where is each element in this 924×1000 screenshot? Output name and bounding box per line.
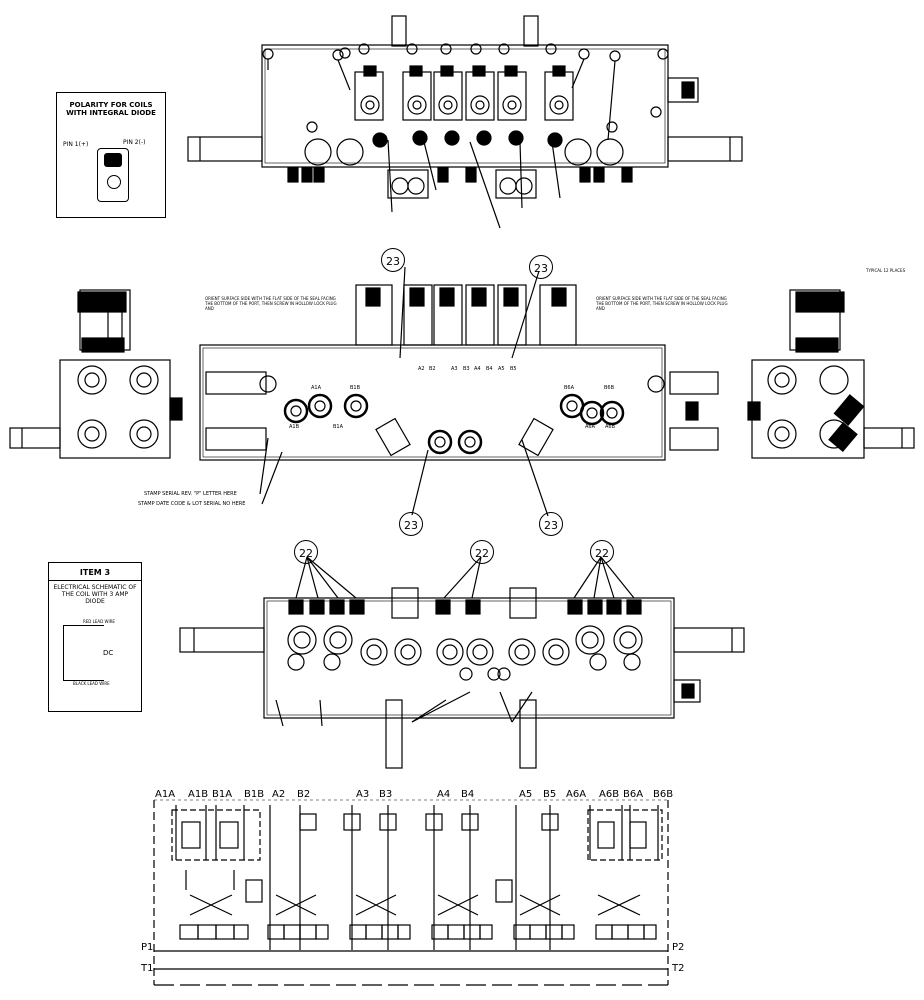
hydraulic-schematic	[153, 799, 669, 986]
port-label: B2	[429, 366, 436, 372]
schematic-port-label: B1B	[244, 789, 265, 800]
port-label: B3	[463, 366, 470, 372]
port-label: A1B	[289, 424, 300, 430]
callout-23-bottom-left: 23	[399, 512, 423, 536]
callout-22-center: 22	[470, 540, 494, 564]
orient-note-right: ORIENT SURFACE SIDE WITH THE FLAT SIDE O…	[596, 296, 728, 311]
port-label: A6A	[585, 424, 596, 430]
schematic-port-label: A1B	[188, 789, 209, 800]
port-label: B5	[510, 366, 517, 372]
black-lead-label: BLACK LEAD WIRE	[73, 681, 110, 686]
schematic-port-label: B5	[543, 789, 557, 800]
port-label: B1A	[333, 424, 344, 430]
stamp-note-2: STAMP DATE CODE & LOT SERIAL NO HERE	[138, 501, 246, 507]
tank-port-t1: T1	[141, 963, 154, 974]
item3-subtitle: ELECTRICAL SCHEMATIC OF THE COIL WITH 3 …	[53, 584, 137, 605]
pin1-label: PIN 1(+)	[63, 141, 89, 148]
callout-23-top-left: 23	[381, 248, 405, 272]
stamp-note-1: STAMP SERIAL REV. "P" LETTER HERE	[144, 491, 237, 497]
schematic-port-label: B6B	[653, 789, 674, 800]
schematic-port-label: A5	[519, 789, 533, 800]
coil-connector-icon	[97, 148, 129, 202]
callout-23-bottom-right: 23	[539, 512, 563, 536]
schematic-port-label: B3	[379, 789, 393, 800]
port-label: A5	[498, 366, 505, 372]
callout-23-top-right: 23	[529, 255, 553, 279]
port-label: A1A	[311, 385, 322, 391]
port-label: A3	[451, 366, 458, 372]
orient-note-left: ORIENT SURFACE SIDE WITH THE FLAT SIDE O…	[205, 296, 337, 311]
callout-22-right: 22	[590, 540, 614, 564]
tank-port-t2: T2	[672, 963, 685, 974]
pressure-port-p2: P2	[672, 942, 685, 953]
dc-label: DC	[103, 649, 114, 657]
pressure-port-p1: P1	[141, 942, 154, 953]
red-lead-label: RED LEAD WIRE	[83, 619, 115, 624]
front-view	[9, 266, 915, 517]
top-view	[187, 15, 743, 229]
callout-22-left: 22	[294, 540, 318, 564]
schematic-port-label: A3	[356, 789, 370, 800]
schematic-port-label: B4	[461, 789, 475, 800]
polarity-title: POLARITY FOR COILS WITH INTEGRAL DIODE	[66, 101, 156, 117]
typical-note: TYPICAL 12 PLACES	[866, 268, 906, 273]
coil-schematic-icon	[63, 625, 104, 681]
port-label: A6B	[605, 424, 616, 430]
port-label: B1B	[350, 385, 361, 391]
pin2-label: PIN 2(-)	[123, 139, 146, 146]
port-label: B6B	[604, 385, 615, 391]
schematic-port-label: B1A	[212, 789, 233, 800]
item3-title: ITEM 3	[49, 569, 141, 581]
schematic-port-label: B6A	[623, 789, 644, 800]
polarity-note-box: POLARITY FOR COILS WITH INTEGRAL DIODE P…	[56, 92, 166, 218]
schematic-port-label: A1A	[155, 789, 176, 800]
item3-schematic-box: ITEM 3 ELECTRICAL SCHEMATIC OF THE COIL …	[48, 562, 142, 712]
port-label: B4	[486, 366, 493, 372]
schematic-port-label: A6A	[566, 789, 587, 800]
port-label: A4	[474, 366, 481, 372]
port-label: B6A	[564, 385, 575, 391]
bottom-view	[179, 556, 745, 769]
schematic-port-label: A6B	[599, 789, 620, 800]
port-label: A2	[418, 366, 425, 372]
schematic-port-label: A4	[437, 789, 451, 800]
schematic-port-label: A2	[272, 789, 286, 800]
schematic-port-label: B2	[297, 789, 311, 800]
